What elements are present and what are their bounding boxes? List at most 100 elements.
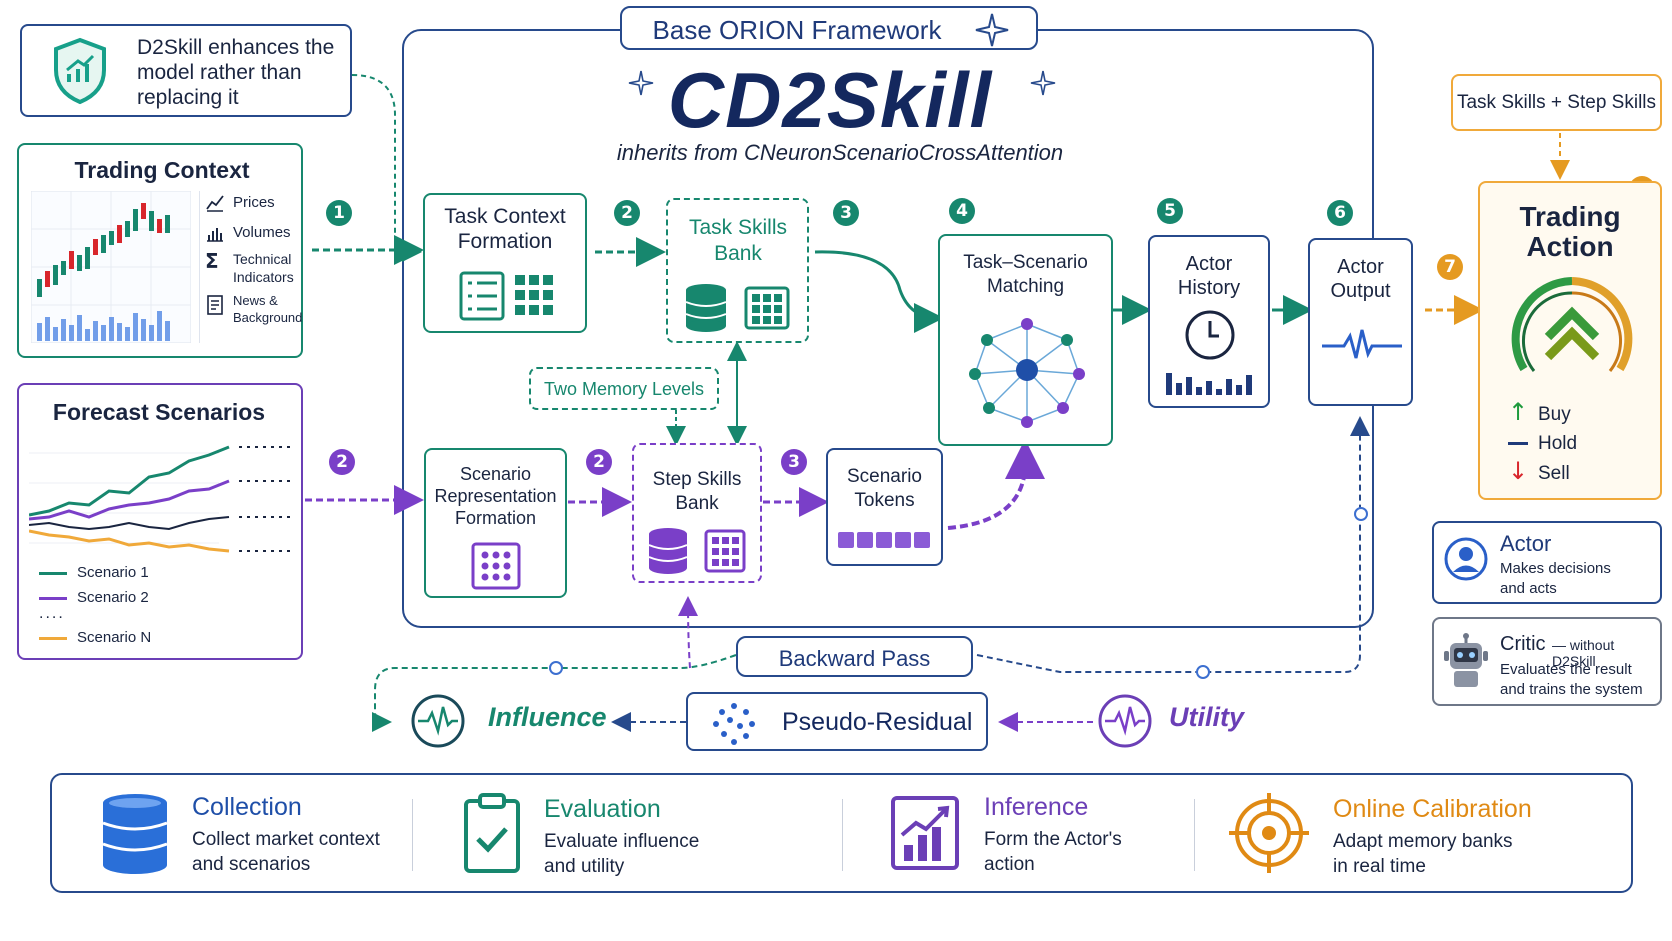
context-item-background: Background: [233, 310, 303, 325]
utility-pulse-icon: [1098, 694, 1152, 748]
token-blocks-icon: [838, 532, 930, 548]
critic-desc-1: Evaluates the result: [1500, 661, 1632, 678]
legend-swatch-1: [39, 572, 67, 575]
bar-chart-icon: [207, 228, 223, 242]
scenario-lines-chart: [29, 445, 291, 553]
scenario-tokens-line-1: Scenario: [847, 466, 922, 487]
critic-card: Critic — without D2Skill Evaluates the r…: [1432, 617, 1662, 706]
footer-inference-line-1: Form the Actor's: [984, 829, 1122, 850]
backward-node-left: [549, 661, 563, 675]
footer-calibration-line-2: in real time: [1333, 856, 1426, 877]
two-memory-levels-label: Two Memory Levels: [529, 367, 719, 410]
legend-swatch-2: [39, 597, 67, 600]
compass-star-icon: [975, 13, 1009, 47]
step-1-badge: 1: [326, 200, 352, 226]
legend-ellipsis: ....: [39, 605, 65, 622]
task-skills-line-1: Task Skills: [688, 216, 788, 239]
document-icon: [207, 295, 223, 315]
legend-scenario-n: Scenario N: [77, 629, 152, 646]
task-skills-bank-node: Task Skills Bank: [666, 198, 809, 343]
scenario-representation-node: Scenario Representation Formation: [424, 448, 567, 598]
note-line-3: replacing it: [137, 86, 239, 109]
actor-history-node: Actor History: [1148, 235, 1270, 408]
context-item-volumes: Volumes: [233, 224, 291, 241]
footer-inference-line-2: action: [984, 854, 1035, 875]
footer-divider-3: [1194, 799, 1195, 871]
trading-context-title: Trading Context: [74, 157, 250, 183]
scenario-repr-line-2: Representation: [434, 486, 557, 506]
step-7-arrow-badge: 7: [1437, 254, 1463, 280]
trading-action-line-2: Action: [1526, 231, 1614, 262]
footer-collection-line-1: Collect market context: [192, 829, 380, 850]
sigma-icon: Σ: [205, 249, 219, 273]
footer-divider-1: [412, 799, 413, 871]
rising-chart-icon: [891, 796, 959, 870]
step-3-bottom-badge: 3: [781, 449, 807, 475]
trading-action-panel: Trading Action ↑ Buy Hold ↓ Sell: [1478, 181, 1662, 500]
two-memory-text: Two Memory Levels: [543, 379, 705, 399]
footer-panel: Collection Collect market context and sc…: [50, 773, 1633, 893]
context-divider: [199, 191, 200, 343]
arrow-tokens-matching: [947, 439, 1045, 530]
step-6-badge: 6: [1327, 200, 1353, 226]
footer-inference-title: Inference: [984, 793, 1089, 821]
step-3-top-badge: 3: [833, 200, 859, 226]
actor-history-line-2: History: [1177, 277, 1241, 299]
context-item-prices: Prices: [233, 194, 275, 211]
forecast-panel: Forecast Scenarios Scenario 1 Scenario 2…: [17, 383, 303, 660]
task-context-node: Task Context Formation: [423, 193, 587, 333]
sell-arrow-icon: ↓: [1508, 457, 1529, 485]
legend-scenario-1: Scenario 1: [77, 564, 149, 581]
pulse-wave-icon: [1322, 329, 1402, 359]
clipboard-check-icon: [464, 793, 520, 873]
actor-card: Actor Makes decisions and acts: [1432, 521, 1662, 604]
influence-pulse-icon: [411, 694, 465, 748]
backward-right-loop: [976, 416, 1370, 673]
action-buy: Buy: [1538, 404, 1571, 425]
action-hold: Hold: [1538, 433, 1578, 454]
arrow-step3-top: [814, 250, 944, 333]
task-skills-line-2: Bank: [714, 242, 762, 265]
scenario-repr-line-3: Formation: [454, 508, 537, 528]
critic-desc-2: and trains the system: [1500, 681, 1643, 698]
list-grid-icon: [459, 271, 553, 321]
actor-output-node: Actor Output: [1308, 238, 1413, 406]
context-item-technical: Technical: [233, 251, 292, 267]
framework-label: Base ORION Framework: [652, 15, 942, 45]
actor-output-line-2: Output: [1330, 280, 1391, 302]
pseudo-residual-label: Pseudo-Residual: [782, 708, 973, 736]
action-sell: Sell: [1538, 463, 1570, 484]
dot-grid-icon: [471, 542, 521, 590]
step-2-top-badge: 2: [614, 200, 640, 226]
target-crosshair-icon: [1229, 793, 1309, 873]
footer-evaluation-line-1: Evaluate influence: [544, 831, 700, 852]
clock-icon: [1185, 310, 1235, 360]
backward-pass-label: Backward Pass: [778, 646, 931, 671]
footer-evaluation-line-2: and utility: [544, 856, 625, 877]
task-scenario-line-2: Matching: [986, 276, 1065, 297]
footer-collection-line-2: and scenarios: [192, 854, 311, 875]
step-skills-line-2: Bank: [675, 493, 719, 514]
backward-node-mid: [1196, 665, 1210, 679]
trading-context-panel: Trading Context Prices Volumes Σ Technic…: [17, 143, 303, 358]
step-skills-bank-node: Step Skills Bank: [632, 443, 762, 583]
critic-title: Critic: [1500, 633, 1546, 655]
action-gauge-icon: [1511, 277, 1633, 372]
backward-pass-box: Backward Pass: [736, 636, 973, 677]
scenario-tokens-line-2: Tokens: [854, 490, 915, 511]
backward-node-right: [1354, 507, 1368, 521]
main-title: CD2Skill: [667, 56, 993, 144]
database-icon: [102, 794, 168, 874]
actor-desc-2: and acts: [1500, 580, 1557, 597]
skills-label-box: Task Skills + Step Skills: [1451, 74, 1662, 131]
actor-title: Actor: [1500, 531, 1552, 556]
actor-output-line-1: Actor: [1337, 256, 1384, 278]
utility-label: Utility: [1169, 702, 1245, 732]
line-chart-icon: [206, 195, 224, 212]
context-item-indicators: Indicators: [233, 269, 294, 285]
critic-suffix: — without D2Skill: [1552, 637, 1615, 669]
step-database-grid-icon: [648, 528, 746, 574]
history-bars-icon: [1166, 373, 1252, 395]
footer-divider-2: [842, 799, 843, 871]
candlestick-chart: [31, 191, 191, 343]
